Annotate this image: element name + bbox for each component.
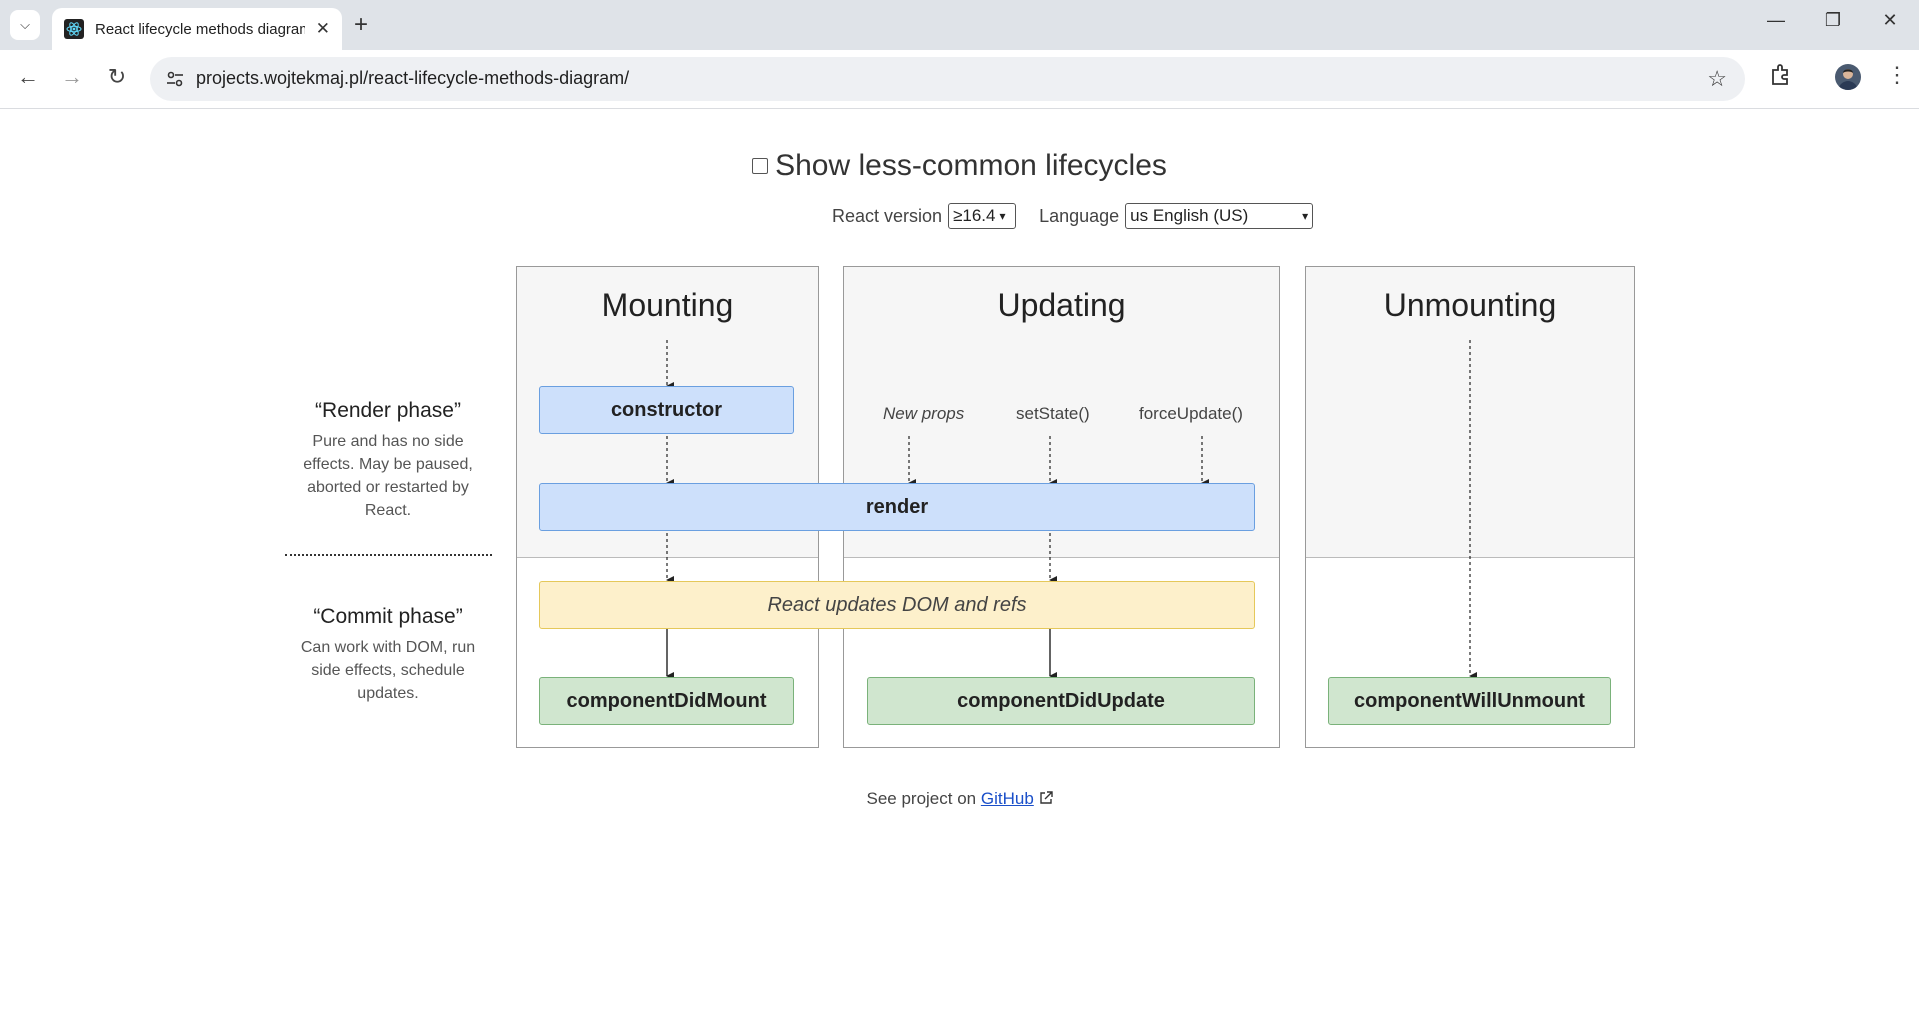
commit-phase-description: Can work with DOM, run side effects, sch…	[300, 639, 476, 702]
render-box[interactable]: render	[539, 483, 1255, 531]
commit-phase-title: “Commit phase”	[313, 605, 463, 628]
new-props-trigger: New props	[883, 404, 965, 423]
page-content: Show less-common lifecycles React versio…	[0, 109, 1919, 1017]
restore-icon[interactable]: ❐	[1824, 10, 1842, 30]
less-common-label: Show less-common lifecycles	[775, 149, 1167, 182]
reload-icon[interactable]: ↻	[107, 64, 127, 89]
lifecycle-arrows	[666, 340, 1477, 680]
browser-menu-icon[interactable]: ⋮	[1886, 62, 1908, 87]
less-common-lifecycles-toggle[interactable]: Show less-common lifecycles	[752, 149, 1167, 183]
mounting-title: Mounting	[601, 287, 734, 323]
close-window-icon[interactable]: ✕	[1882, 10, 1898, 30]
component-did-update-box[interactable]: componentDidUpdate	[867, 677, 1255, 725]
unmounting-title: Unmounting	[1383, 287, 1557, 323]
react-logo-icon	[64, 19, 84, 39]
url-text: projects.wojtekmaj.pl/react-lifecycle-me…	[196, 68, 630, 88]
render-phase-title: “Render phase”	[315, 399, 461, 422]
updating-title: Updating	[997, 287, 1126, 323]
chevron-down-icon: ▾	[1302, 209, 1309, 223]
constructor-box[interactable]: constructor	[539, 386, 794, 434]
address-bar[interactable]: projects.wojtekmaj.pl/react-lifecycle-me…	[150, 57, 1745, 101]
extensions-puzzle-icon[interactable]	[1768, 62, 1794, 88]
external-link-icon	[1039, 791, 1053, 804]
component-will-unmount-box[interactable]: componentWillUnmount	[1328, 677, 1611, 725]
react-version-select[interactable]: ≥16.4 ▾	[948, 203, 1017, 229]
language-select[interactable]: us English (US) ▾	[1125, 203, 1314, 229]
force-update-trigger: forceUpdate()	[1139, 404, 1243, 423]
chevron-down-icon: ▾	[999, 209, 1006, 223]
forward-icon[interactable]: →	[61, 64, 83, 89]
browser-toolbar: ← → ↻ projects.wojtekmaj.pl/react-lifecy…	[0, 50, 1919, 109]
less-common-checkbox[interactable]	[752, 158, 769, 174]
phase-divider	[285, 554, 492, 556]
render-phase-description: Pure and has no side effects. May be pau…	[303, 433, 473, 519]
browser-tab[interactable]: React lifecycle methods diagram ✕	[52, 8, 342, 50]
site-info-icon[interactable]	[164, 68, 186, 90]
github-link[interactable]: GitHub	[980, 789, 1034, 808]
tab-title: React lifecycle methods diagram	[95, 20, 305, 38]
dom-update-box: React updates DOM and refs	[539, 581, 1255, 629]
footer-text: See project on	[866, 789, 977, 808]
back-icon[interactable]: ←	[17, 64, 39, 89]
language-value: us English (US)	[1130, 206, 1249, 225]
version-language-row: React version ≥16.4 ▾ Language us Englis…	[832, 203, 1314, 229]
new-tab-icon[interactable]: +	[354, 11, 369, 38]
footer: See project on GitHub	[0, 789, 1919, 809]
profile-avatar[interactable]	[1835, 64, 1861, 90]
language-label: Language	[1039, 205, 1120, 226]
set-state-trigger: setState()	[1016, 404, 1090, 423]
component-did-mount-box[interactable]: componentDidMount	[539, 677, 794, 725]
bookmark-star-icon[interactable]: ☆	[1707, 66, 1727, 91]
tab-search-button[interactable]: ⌵	[10, 10, 40, 40]
chevron-down-icon: ⌵	[20, 17, 30, 32]
react-version-label: React version	[832, 205, 943, 226]
lifecycle-toggle-row: Show less-common lifecycles	[0, 149, 1919, 183]
browser-tab-bar: ⌵ React lifecycle methods diagram ✕ + — …	[0, 0, 1919, 50]
react-version-value: ≥16.4	[953, 206, 996, 225]
close-tab-icon[interactable]: ✕	[315, 19, 330, 38]
minimize-icon[interactable]: —	[1767, 10, 1785, 30]
